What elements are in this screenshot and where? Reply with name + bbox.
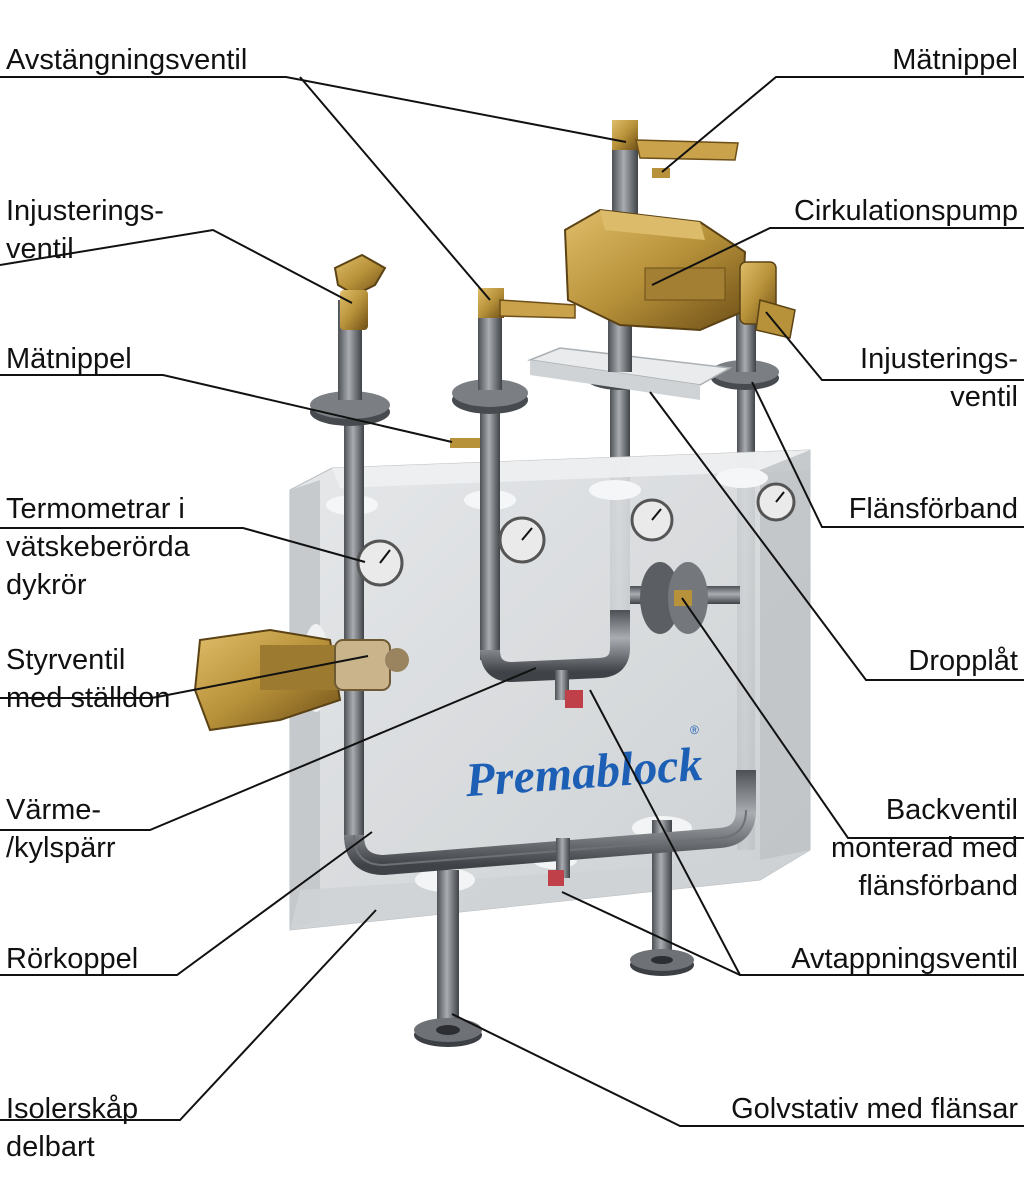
- avtappningsventiler: [548, 690, 583, 886]
- leader-injusteringsventil-right: [765, 311, 1024, 381]
- label-line: monterad med: [831, 832, 1018, 864]
- label-line: Termometrar i: [6, 493, 185, 525]
- styrventil-actuator: [193, 628, 409, 732]
- leader-avstangningsventil-2: [299, 76, 491, 301]
- label-injusteringsventil-left: Injusterings- ventil: [6, 192, 164, 268]
- label-line: Värme-: [6, 794, 102, 826]
- leader-rorkoppel: [0, 831, 373, 976]
- label-line: Cirkulationspump: [793, 195, 1018, 227]
- label-line: Backventil: [885, 794, 1018, 826]
- label-cirkulationspump: Cirkulationspump: [794, 192, 1018, 230]
- backventil-flange: [640, 562, 708, 634]
- label-termometrar: Termometrar i vätskeberörda dykrör: [6, 490, 190, 604]
- leader-isolerskap: [0, 909, 377, 1121]
- thermometer-4: [756, 482, 796, 522]
- label-line: Avstängningsventil: [6, 44, 248, 76]
- label-rorkoppel: Rörkoppel: [6, 940, 138, 978]
- label-varme-kylsparr: Värme- /kylspärr: [6, 791, 116, 867]
- leader-backventil: [681, 597, 1024, 839]
- thermometer-1: [356, 539, 404, 587]
- registered-mark: ®: [690, 723, 699, 737]
- leader-golvstativ: [451, 1013, 1024, 1127]
- label-line: med ställdon: [6, 682, 171, 714]
- label-line: ventil: [950, 381, 1018, 413]
- label-line: ventil: [6, 233, 74, 265]
- label-line: vätskeberörda: [6, 531, 190, 563]
- label-line: Flänsförband: [848, 493, 1018, 525]
- thermometer-3: [630, 498, 674, 542]
- leader-flansforband: [751, 381, 1024, 528]
- leader-cirkulationspump: [651, 227, 1024, 286]
- label-line: /kylspärr: [6, 832, 116, 864]
- label-line: Mätnippel: [892, 44, 1018, 76]
- thermometers: [356, 482, 796, 587]
- label-golvstativ: Golvstativ med flänsar: [731, 1090, 1018, 1128]
- label-injusteringsventil-right: Injusterings- ventil: [860, 340, 1018, 416]
- leader-matnippel-top: [661, 76, 1024, 173]
- label-line: Golvstativ med flänsar: [731, 1093, 1018, 1125]
- label-line: Styrventil: [6, 644, 126, 676]
- label-matnippel-top: Mätnippel: [892, 41, 1018, 79]
- label-matnippel-left: Mätnippel: [6, 340, 132, 378]
- label-line: Avtappningsventil: [791, 943, 1018, 975]
- label-dropplat: Dropplåt: [908, 642, 1018, 680]
- label-line: Injusterings-: [860, 343, 1018, 375]
- leader-avtappningsventil-2: [561, 891, 741, 976]
- label-line: Injusterings-: [6, 195, 164, 227]
- avstangningsventiler: [478, 120, 739, 319]
- label-line: Mätnippel: [6, 343, 132, 375]
- label-line: dykrör: [6, 569, 87, 601]
- label-flansforband: Flänsförband: [849, 490, 1018, 528]
- label-isolerskap: Isolerskåp delbart: [6, 1090, 138, 1166]
- label-line: Dropplåt: [908, 645, 1018, 677]
- thermometer-2: [498, 516, 546, 564]
- leader-injusteringsventil-left: [0, 228, 353, 304]
- matnipplar: [450, 168, 670, 448]
- leader-varme-kylsparr: [0, 667, 537, 831]
- leader-termometrar: [0, 527, 366, 563]
- label-line: delbart: [6, 1131, 95, 1163]
- label-line: flänsförband: [858, 870, 1018, 902]
- leader-dropplat: [649, 391, 1024, 681]
- label-line: Rörkoppel: [6, 943, 139, 975]
- label-styrventil: Styrventil med ställdon: [6, 641, 170, 717]
- leader-avstangningsventil: [0, 76, 627, 143]
- injusteringsventil-left: [333, 253, 387, 330]
- leader-matnippel-left: [0, 374, 453, 443]
- label-avstangningsventil: Avstängningsventil: [6, 41, 247, 79]
- injusteringsventil-right: [739, 261, 796, 339]
- leader-lines: [0, 76, 1024, 1127]
- label-line: Isolerskåp: [6, 1093, 139, 1125]
- label-avtappningsventil: Avtappningsventil: [791, 940, 1018, 978]
- golvstativ-legs: [414, 820, 694, 1047]
- label-backventil: Backventil monterad med flänsförband: [831, 791, 1018, 905]
- leader-styrventil: [0, 655, 369, 699]
- cirkulationspump: [563, 208, 747, 332]
